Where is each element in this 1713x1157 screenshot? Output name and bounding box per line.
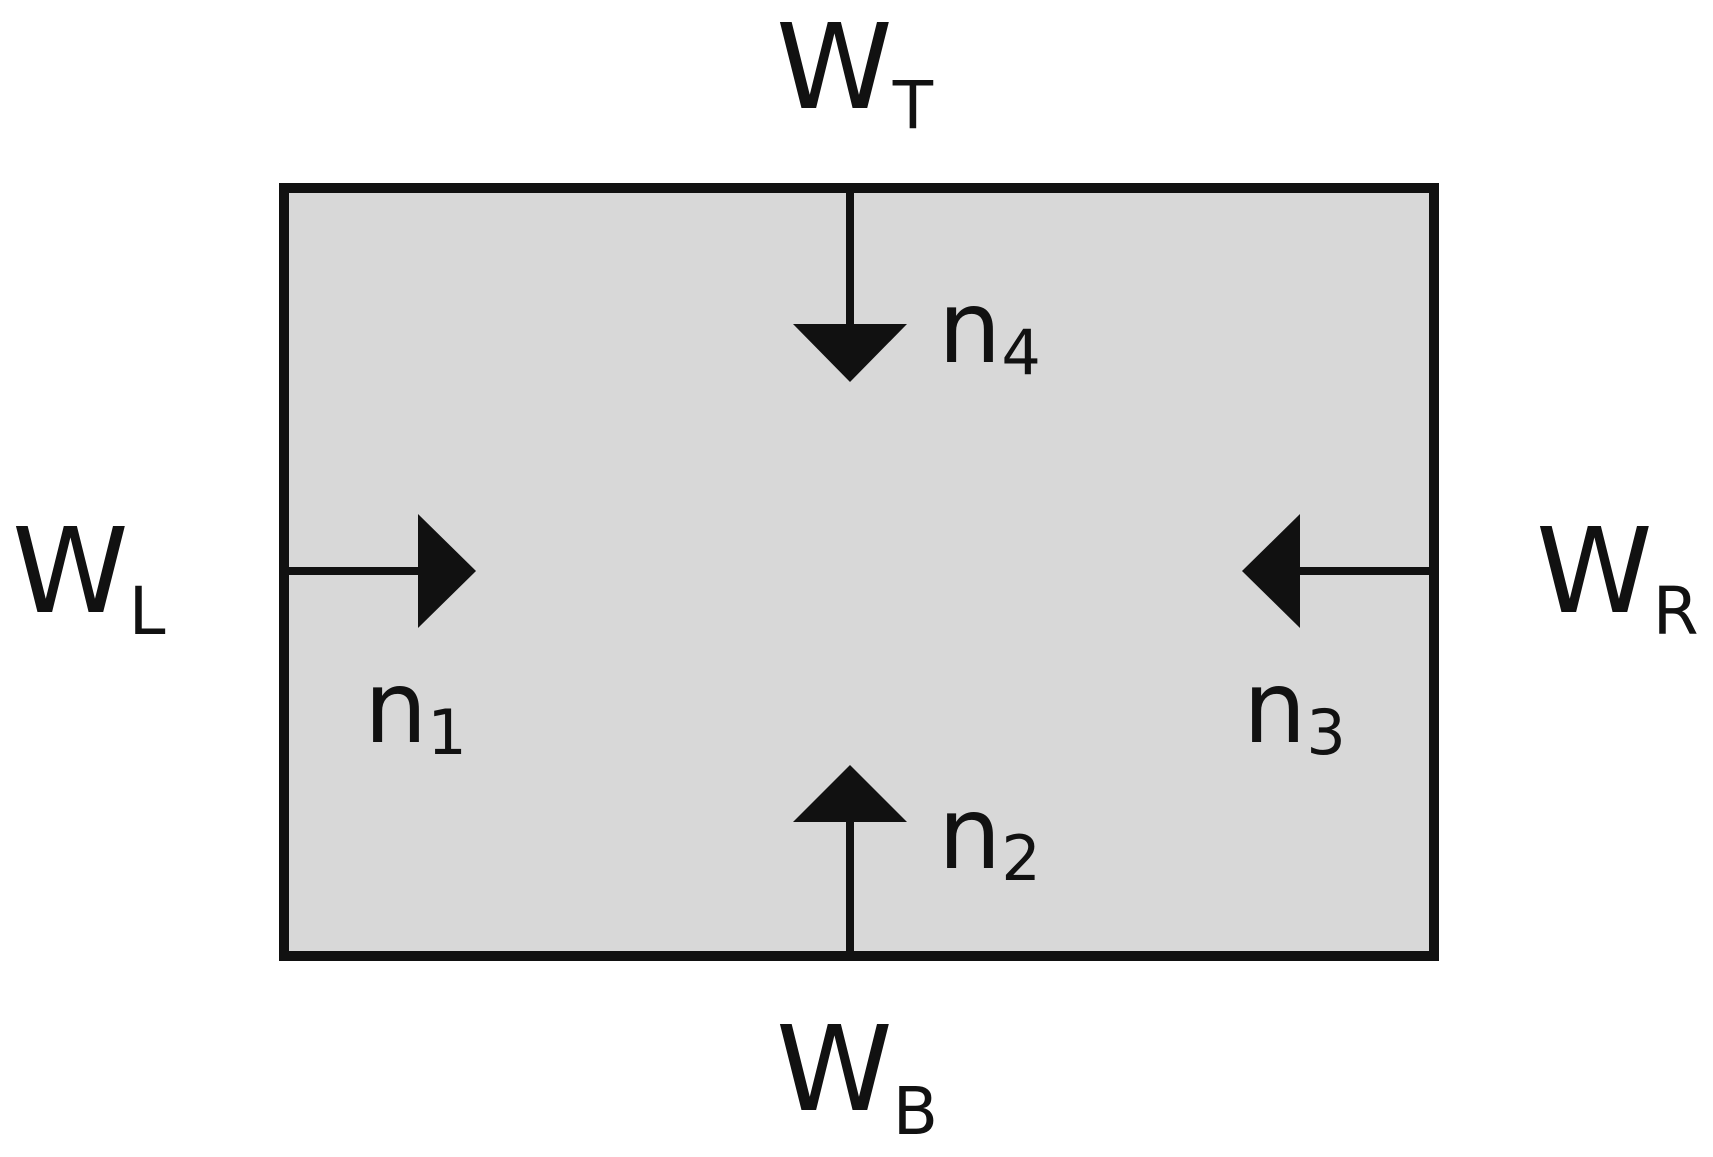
arrow-n4	[793, 188, 907, 382]
arrow-n3-head	[1242, 514, 1300, 628]
normal-n3-label: n3	[1243, 649, 1346, 769]
arrow-n2	[793, 765, 907, 956]
arrow-n2-head	[793, 765, 907, 822]
arrow-n1-head	[418, 514, 476, 628]
wall-top-label: WT	[776, 0, 934, 144]
normal-n4-label: n4	[938, 269, 1041, 389]
wall-right-label: WR	[1536, 502, 1699, 650]
arrow-n4-head	[793, 324, 907, 382]
arrow-n3	[1242, 514, 1434, 628]
normal-n2-label: n2	[938, 775, 1041, 895]
arrow-n1	[284, 514, 476, 628]
normal-n1-label: n1	[364, 649, 467, 769]
wall-left-label: WL	[12, 502, 166, 650]
wall-bottom-label: WB	[776, 1000, 938, 1150]
domain-box	[279, 183, 1439, 961]
